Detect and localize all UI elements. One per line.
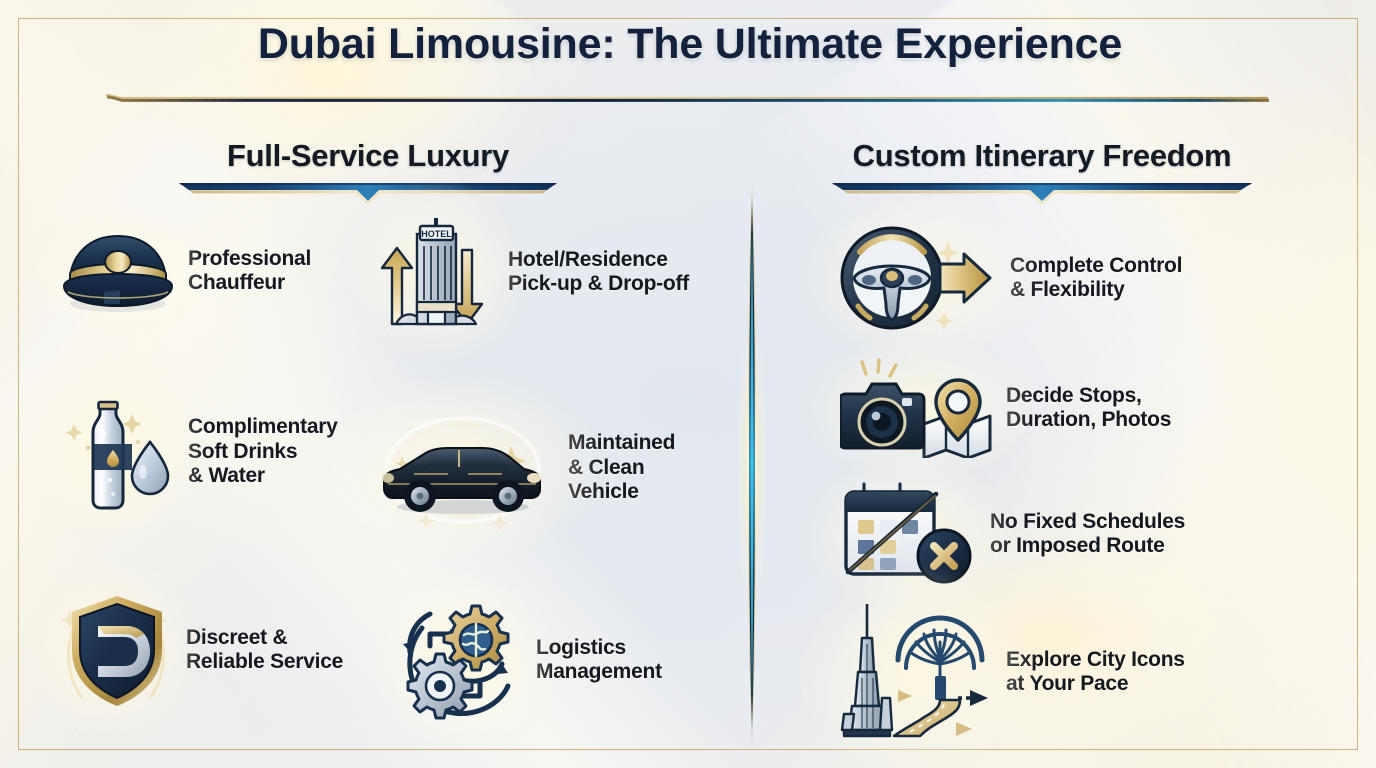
feature-label: Logistics Management: [536, 635, 662, 683]
feature-label: Maintained & Clean Vehicle: [568, 431, 676, 504]
shield-d-icon: [28, 557, 206, 743]
page-title: Dubai Limousine: The Ultimate Experience: [100, 20, 1280, 68]
section-heading-text: Full-Service Luxury: [226, 138, 509, 173]
hotel-building-icon: HOTEL: [345, 182, 529, 362]
bottle-water-drop-icon: [28, 359, 208, 545]
feature-logistics-management[interactable]: Logistics Management: [368, 567, 662, 753]
feature-decide-stops-duration-photos[interactable]: Decide Stops, Duration, Photos: [801, 333, 1172, 483]
chauffeur-cap-icon: [28, 206, 208, 336]
page-title-text: Dubai Limousine: The Ultimate Experience: [257, 20, 1123, 68]
title-underline-decoration: [104, 92, 1270, 104]
feature-label: Professional Chauffeur: [188, 246, 312, 294]
feature-professional-chauffeur[interactable]: Professional Chauffeur: [28, 206, 312, 336]
feature-maintained-clean-vehicle[interactable]: Maintained & Clean Vehicle: [320, 372, 676, 564]
luxury-sedan-icon: [320, 372, 606, 564]
camera-map-pin-icon: [801, 333, 1035, 483]
feature-discreet-reliable-service[interactable]: Discreet & Reliable Service: [28, 557, 344, 743]
section-heading-full-service-luxury: Full-Service Luxury: [118, 138, 618, 204]
feature-explore-city-icons[interactable]: Explore City Icons at Your Pace: [796, 567, 1185, 768]
feature-label: Decide Stops, Duration, Photos: [1006, 383, 1172, 431]
steering-wheel-arrow-icon: [800, 191, 1040, 365]
section-heading-text: Custom Itinerary Freedom: [852, 138, 1232, 173]
feature-complete-control-flexibility[interactable]: Complete Control & Flexibility: [800, 191, 1183, 365]
center-divider-decoration: [735, 178, 769, 750]
feature-hotel-pickup-dropoff[interactable]: HOTEL Hotel/Residence Pick-up & Drop-off: [345, 182, 689, 362]
svg-text:HOTEL: HOTEL: [421, 229, 452, 239]
dubai-skyline-road-icon: [796, 567, 1036, 768]
feature-label: No Fixed Schedules or Imposed Route: [990, 509, 1186, 557]
feature-label: Hotel/Residence Pick-up & Drop-off: [508, 247, 689, 295]
feature-label: Explore City Icons at Your Pace: [1006, 647, 1185, 695]
heading-underline-decoration: [832, 183, 1252, 204]
feature-label: Discreet & Reliable Service: [186, 625, 344, 673]
gears-arrows-icon: [368, 567, 558, 753]
calendar-no-x-icon: [805, 453, 1015, 615]
feature-label: Complete Control & Flexibility: [1010, 253, 1183, 301]
heading-underline-decoration: [179, 183, 557, 204]
section-heading-custom-itinerary-freedom: Custom Itinerary Freedom: [762, 138, 1322, 204]
feature-complimentary-drinks[interactable]: Complimentary Soft Drinks & Water: [28, 359, 338, 545]
feature-no-fixed-schedules[interactable]: No Fixed Schedules or Imposed Route: [805, 453, 1186, 615]
feature-label: Complimentary Soft Drinks & Water: [188, 415, 338, 488]
